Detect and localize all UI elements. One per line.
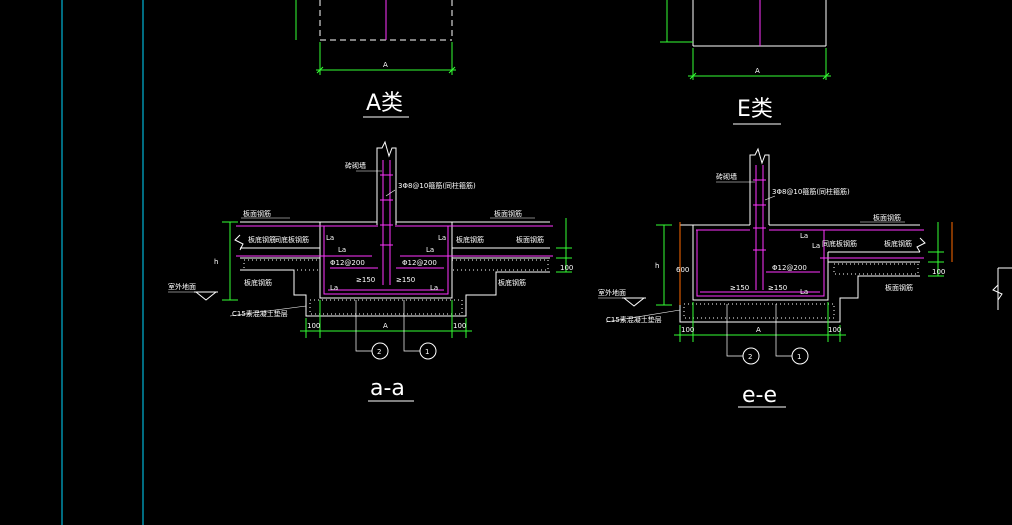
partial-edge-drawing: [992, 267, 1012, 310]
top-left-title: A类: [366, 91, 403, 116]
label-la3-right: La: [800, 288, 808, 296]
dim-a: A: [383, 322, 388, 330]
label-bar1: Φ12@200: [330, 259, 365, 267]
label-slab1-right: 板面钢筋: [873, 213, 901, 222]
dim-100-left: 100: [307, 322, 320, 330]
label-ge2: ≥150: [396, 276, 415, 284]
dim-100-right-right: 100: [828, 326, 841, 334]
label-ge1: ≥150: [356, 276, 375, 284]
callout-2-text: 2: [377, 348, 381, 356]
dim-600: 600: [676, 266, 689, 274]
label-stirrup-right: 3Φ8@10箍筋(同柱箍筋): [772, 187, 850, 196]
label-la6: La: [430, 284, 438, 292]
label-ground-right: 室外地面: [598, 288, 626, 297]
label-h: h: [214, 258, 218, 266]
label-ground: 室外地面: [168, 282, 196, 291]
section-right-title: e-e: [742, 383, 777, 408]
callout-circle-2-right: [742, 347, 760, 365]
top-right-dim-label: A: [755, 67, 760, 75]
label-wall-right: 砖砌墙: [716, 172, 737, 181]
label-c15-right: C15素混凝土垫层: [606, 315, 662, 324]
label-bar1-right: Φ12@200: [772, 264, 807, 272]
callout-1-text: 1: [425, 348, 429, 356]
label-stirrup: 3Φ8@10箍筋(同柱箍筋): [398, 181, 476, 190]
label-slab2-right: 同底板钢筋: [822, 239, 857, 248]
label-ge2-right: ≥150: [768, 284, 787, 292]
label-wall: 砖砌墙: [345, 161, 366, 170]
dim-a-right: A: [756, 326, 761, 334]
label-la3: La: [438, 234, 446, 242]
top-right-title: E类: [737, 97, 773, 122]
label-mid: 同底板钢筋: [274, 235, 309, 244]
label-h-right: h: [655, 262, 659, 270]
dim-100-vert-right: 100: [932, 268, 945, 276]
label-la1-right: La: [800, 232, 808, 240]
label-slab3-right: 板底钢筋: [884, 239, 912, 248]
label-slab5: 板面钢筋: [516, 235, 544, 244]
section-right: 砖砌墙 3Φ8@10箍筋(同柱箍筋) 板面钢筋 同底板钢筋 板底钢筋 板面钢筋 …: [598, 147, 953, 408]
callout-circle-1-right: [791, 347, 809, 365]
label-slab4: 板底钢筋: [456, 235, 484, 244]
label-slab4-right: 板面钢筋: [885, 283, 913, 292]
dim-100-vert: 100: [560, 264, 573, 272]
top-view-right: A E类: [660, 0, 831, 125]
label-la5: La: [330, 284, 338, 292]
label-la4: La: [426, 246, 434, 254]
label-la1: La: [326, 234, 334, 242]
top-view-left: A A类: [295, 0, 456, 118]
section-left: 砖砌墙 3Φ8@10箍筋(同柱箍筋) 板面钢筋 板面钢筋 板底钢筋 同底板钢筋 …: [168, 140, 573, 402]
section-left-title: a-a: [370, 376, 405, 401]
label-slab-bottom-left: 板底钢筋: [244, 278, 272, 287]
label-slab2: 板底钢筋: [248, 235, 276, 244]
label-slab3: 板面钢筋: [494, 209, 522, 218]
callout-1-text-right: 1: [797, 353, 801, 361]
label-slab-bottom-right: 板底钢筋: [498, 278, 526, 287]
dim-100-left-right: 100: [681, 326, 694, 334]
callout-2-text-right: 2: [748, 353, 752, 361]
callout-circle-2: [371, 342, 389, 360]
label-la2-right: La: [812, 242, 820, 250]
label-c15: C15素混凝土垫层: [232, 309, 288, 318]
label-la2: La: [338, 246, 346, 254]
label-ge1-right: ≥150: [730, 284, 749, 292]
dim-100-right: 100: [453, 322, 466, 330]
callout-circle-1: [419, 342, 437, 360]
top-left-dim-label: A: [383, 61, 388, 69]
label-bar2: Φ12@200: [402, 259, 437, 267]
label-slab1: 板面钢筋: [243, 209, 271, 218]
